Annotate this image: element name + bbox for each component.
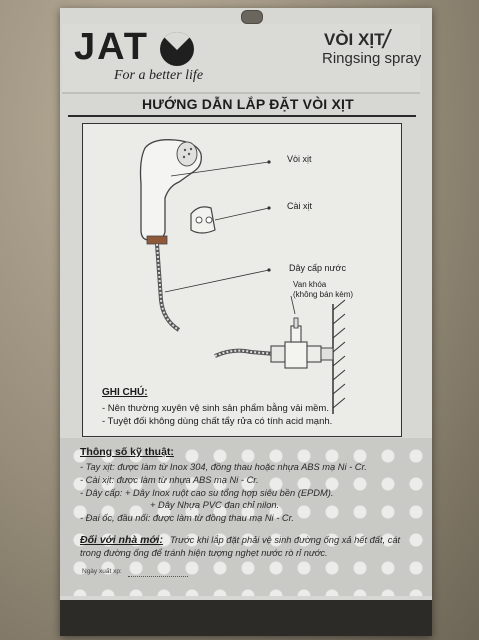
spec-item: - Tay xịt: được làm từ Inox 304, đồng th…	[80, 462, 367, 472]
label-valve: Van khóa	[293, 280, 327, 289]
diagram-drawing	[139, 139, 346, 414]
note-item: - Tuyệt đối không dùng chất tẩy rửa có t…	[102, 416, 333, 427]
label-spray: Vòi xịt	[287, 154, 312, 164]
new-home-text: trong đường ống để tránh hiện tượng nghẹ…	[80, 548, 328, 558]
spec-item: - Cài xịt: được làm từ nhựa ABS mạ Ni - …	[80, 475, 259, 485]
label-hose: Dây cấp nước	[289, 263, 346, 273]
brand-tagline: For a better life	[114, 68, 204, 83]
label-valve-note: (không bán kèm)	[293, 290, 354, 299]
wall-icon	[320, 299, 346, 414]
title-underline	[68, 115, 416, 117]
product-name-vn: VÒI XỊT	[324, 30, 385, 49]
spec-item: - Dây cấp: + Dây Inox ruột cao su tổng h…	[80, 488, 334, 498]
notes-title: GHI CHÚ:	[102, 387, 148, 398]
header-divider	[62, 92, 420, 94]
note-item: - Nên thường xuyên vệ sinh sản phẩm bằng…	[102, 403, 329, 414]
spec-title: Thông số kỹ thuật:	[80, 446, 174, 458]
valve-icon	[270, 317, 322, 369]
header-band	[62, 24, 420, 94]
date-label: Ngày xuất xp:	[82, 568, 122, 575]
spec-item: + Dây Nhựa PVC đan chỉ nilon.	[150, 500, 280, 510]
date-line	[128, 576, 188, 577]
logo-circle-icon	[160, 32, 194, 66]
hang-hole	[241, 10, 263, 24]
brand-logo: JAT	[74, 26, 149, 68]
holder-icon	[190, 206, 216, 234]
product-name-en: Ringsing spray	[322, 50, 422, 67]
new-home-title: Đối với nhà mới:	[80, 534, 163, 546]
instruction-title: HƯỚNG DẪN LẮP ĐẶT VÒI XỊT	[142, 96, 354, 112]
bottom-band	[60, 600, 432, 636]
dotted-pattern	[60, 438, 432, 596]
new-home-text: Trước khi lắp đặt phải vệ sinh đường ống…	[170, 535, 401, 545]
label-holder: Cài xịt	[287, 201, 313, 211]
spray-head-icon	[139, 139, 202, 245]
installation-diagram: Vòi xịt Cài xịt Dây cấp nước Van khóa (k…	[82, 123, 402, 437]
spec-item: - Đai ốc, đầu nối: được làm từ đồng thau…	[80, 513, 294, 523]
